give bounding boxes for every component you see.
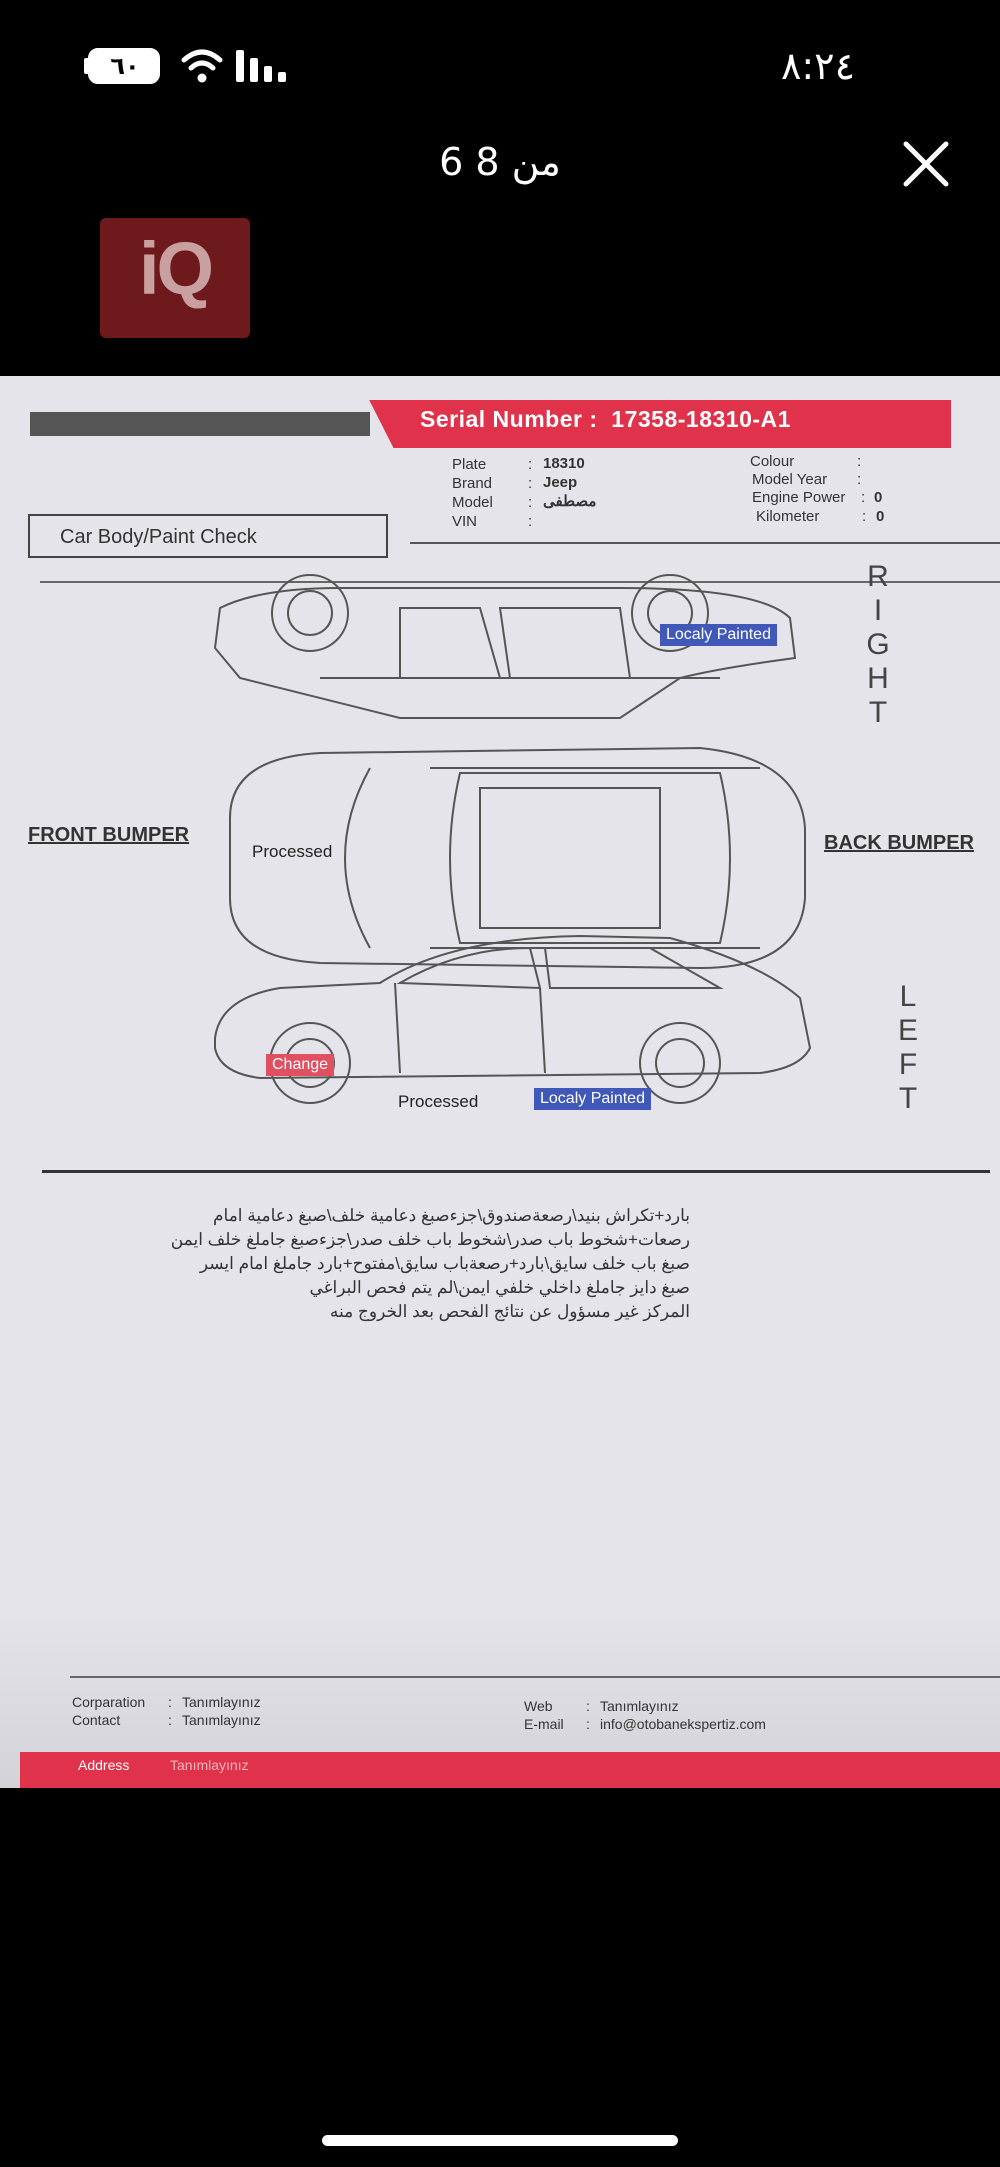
front-bumper-label: FRONT BUMPER	[28, 824, 190, 846]
model-value: مصطفى	[543, 493, 597, 510]
model-year-label: Model Year	[752, 471, 828, 488]
close-button[interactable]	[898, 136, 954, 192]
top-divider	[40, 581, 1000, 583]
model-year-colon: :	[857, 471, 862, 488]
address-bar	[20, 1752, 1000, 1788]
note-line: صبغ دايز جاملغ داخلي خلفي ايمن\لم يتم فح…	[309, 1278, 690, 1297]
engine-power-value: 0	[874, 489, 883, 506]
address-value: Tanımlayınız	[170, 1757, 249, 1773]
inspection-notes: بارد+تكراش بنيد\رصعةصندوق\جزءصبغ دعامية …	[70, 1206, 690, 1326]
plate-value: 18310	[543, 455, 585, 472]
plate-label: Plate	[452, 456, 487, 473]
status-time: ٨:٢٤	[780, 44, 855, 88]
contact-label: Contact	[72, 1712, 121, 1728]
brand-label: Brand	[452, 475, 493, 492]
back-bumper-label: BACK BUMPER	[824, 832, 974, 854]
web-value: Tanımlayınız	[600, 1698, 679, 1714]
kilometer-label: Kilometer	[756, 508, 820, 525]
serial-number: Serial Number : 17358-18310-A1	[420, 406, 791, 432]
front-fender-change-tag: Change	[266, 1054, 335, 1076]
address-label: Address	[78, 1757, 130, 1773]
engine-power-label: Engine Power	[752, 489, 846, 506]
vin-label: VIN	[452, 513, 478, 530]
engine-power-colon: :	[861, 489, 866, 506]
notes-divider	[42, 1170, 990, 1173]
battery-level: ٦٠	[110, 52, 140, 80]
section-title-box	[28, 514, 388, 558]
brand-colon: :	[528, 475, 533, 492]
contact-value: Tanımlayınız	[182, 1712, 261, 1728]
email-value: info@otobanekspertiz.com	[600, 1716, 766, 1732]
colour-colon: :	[857, 453, 862, 470]
corporation-colon: :	[168, 1694, 172, 1710]
hood-processed-label: Processed	[252, 842, 333, 861]
note-line: صبغ باب خلف سايق\بارد+رصعةباب سايق\مفتوح…	[199, 1254, 690, 1273]
kilometer-value: 0	[876, 508, 885, 525]
watermark-logo	[100, 218, 250, 338]
left-side-label: L E F T	[897, 980, 918, 1115]
battery-tip	[84, 58, 90, 74]
watermark-text: iQ	[138, 227, 214, 310]
inspection-document[interactable]: Serial Number : 17358-18310-A1 Plate : 1…	[0, 376, 1000, 1788]
model-label: Model	[452, 494, 493, 511]
right-side-car	[213, 574, 797, 719]
note-line: رصعات+شخوط باب صدر\شخوط باب خلف صدر\جزءص…	[170, 1230, 690, 1249]
signal-icon	[236, 50, 286, 82]
header-dark-bar	[30, 412, 370, 436]
vin-colon: :	[528, 513, 533, 530]
section-title: Car Body/Paint Check	[60, 526, 257, 548]
web-colon: :	[586, 1698, 590, 1714]
colour-label: Colour	[750, 453, 795, 470]
note-line: بارد+تكراش بنيد\رصعةصندوق\جزءصبغ دعامية …	[212, 1206, 690, 1225]
kilometer-colon: :	[862, 508, 867, 525]
battery-icon	[88, 48, 160, 84]
left-door-processed-label: Processed	[398, 1092, 479, 1111]
info-divider	[410, 542, 1000, 544]
right-rear-painted-tag: Localy Painted	[660, 624, 777, 646]
right-side-label: R I G H T	[866, 560, 890, 729]
wifi-icon	[181, 49, 223, 83]
corporation-label: Corparation	[72, 1694, 146, 1710]
corporation-value: Tanımlayınız	[182, 1694, 261, 1710]
brand-value: Jeep	[543, 474, 578, 491]
footer-divider	[70, 1676, 1000, 1678]
close-icon	[903, 141, 949, 187]
email-colon: :	[586, 1716, 590, 1732]
left-rear-painted-tag: Localy Painted	[534, 1088, 651, 1110]
page-counter: 6 من 8	[439, 140, 561, 184]
home-indicator[interactable]	[322, 2135, 678, 2146]
model-colon: :	[528, 494, 533, 511]
plate-colon: :	[528, 456, 533, 473]
serial-banner	[369, 400, 951, 448]
email-label: E-mail	[524, 1716, 564, 1732]
web-label: Web	[524, 1698, 553, 1714]
contact-colon: :	[168, 1712, 172, 1728]
note-line: المركز غير مسؤول عن نتائج الفحص بعد الخر…	[329, 1302, 690, 1321]
